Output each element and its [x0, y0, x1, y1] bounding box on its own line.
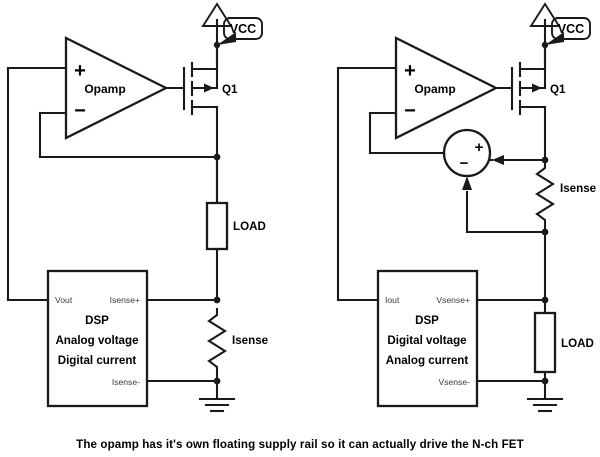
dsp-pin-iout: Iout [385, 295, 400, 305]
isense-label: Isense [560, 182, 597, 195]
left-circuit: VCC + − Opamp [6, 2, 269, 413]
vcc-label-box [223, 17, 263, 40]
opamp-minus-sign: − [74, 100, 86, 122]
isense-label: Isense [232, 334, 269, 347]
vcc-label-box [551, 17, 591, 40]
figure-caption: The opamp has it's own floating supply r… [76, 438, 524, 451]
dsp-title: DSP [415, 314, 439, 327]
mosfet-label: Q1 [222, 83, 238, 96]
dsp-body [376, 269, 479, 408]
feedback-net-left [38, 111, 221, 161]
diffamp-plus-arrow [492, 155, 504, 165]
vcc-label: VCC [558, 22, 584, 36]
opamp-body [394, 36, 499, 140]
isense-resistor-right: Isense [535, 158, 597, 234]
load-label: LOAD [561, 337, 594, 350]
right-circuit: VCC + − Opamp Q1 [336, 2, 597, 413]
dsp-block-left: Vout Isense+ Isense- DSP Analog voltage … [6, 66, 219, 408]
dsp-line-2: Analog current [386, 354, 469, 367]
mosfet-q1-right: Q1 [510, 43, 566, 162]
opamp-label: Opamp [84, 82, 125, 96]
dsp-body [46, 269, 149, 408]
mosfet-body-arrow [532, 83, 542, 93]
isense-resistor-left: Isense [207, 296, 269, 385]
dsp-block-right: Iout Vsense+ Vsense- DSP Digital voltage… [336, 66, 547, 408]
dsp-pin-vsense-minus: Vsense- [438, 377, 470, 387]
opamp-left: + − Opamp [6, 36, 186, 140]
load-label: LOAD [233, 220, 266, 233]
vcc-supply-symbol-left: VCC [201, 2, 263, 67]
load-body [533, 311, 557, 374]
dsp-pin-isense-plus: Isense+ [110, 295, 140, 305]
vcc-supply-symbol-right: VCC [529, 2, 591, 67]
load-resistor-right: LOAD [533, 230, 594, 385]
diffamp-plus-sign: + [475, 139, 484, 156]
mosfet-label: Q1 [550, 83, 566, 96]
dsp-pin-vout: Vout [55, 295, 73, 305]
opamp-right: + − Opamp [336, 36, 514, 140]
dsp-line-1: Digital voltage [387, 334, 467, 347]
diffamp-minus-arrow [462, 176, 472, 190]
opamp-body [64, 36, 169, 140]
opamp-plus-sign: + [74, 60, 86, 82]
diffamp-minus-sign: − [460, 155, 469, 172]
dsp-line-2: Digital current [58, 354, 137, 367]
mosfet-body-arrow [204, 83, 214, 93]
dsp-pin-vsense-plus: Vsense+ [436, 295, 470, 305]
isense-zigzag [207, 307, 227, 383]
opamp-label: Opamp [414, 82, 455, 96]
vcc-label: VCC [230, 22, 256, 36]
opamp-plus-sign: + [404, 60, 416, 82]
difference-amplifier: + − [368, 111, 549, 236]
ground-symbol-left [198, 379, 236, 413]
dsp-line-1: Analog voltage [55, 334, 139, 347]
isense-zigzag [535, 158, 555, 234]
dsp-title: DSP [85, 314, 109, 327]
dsp-pin-isense-minus: Isense- [112, 377, 140, 387]
load-resistor-left: LOAD [205, 155, 266, 302]
load-body [205, 201, 229, 251]
opamp-minus-sign: − [404, 100, 416, 122]
mosfet-q1-left: Q1 [182, 43, 238, 212]
ground-symbol-right [526, 379, 564, 413]
